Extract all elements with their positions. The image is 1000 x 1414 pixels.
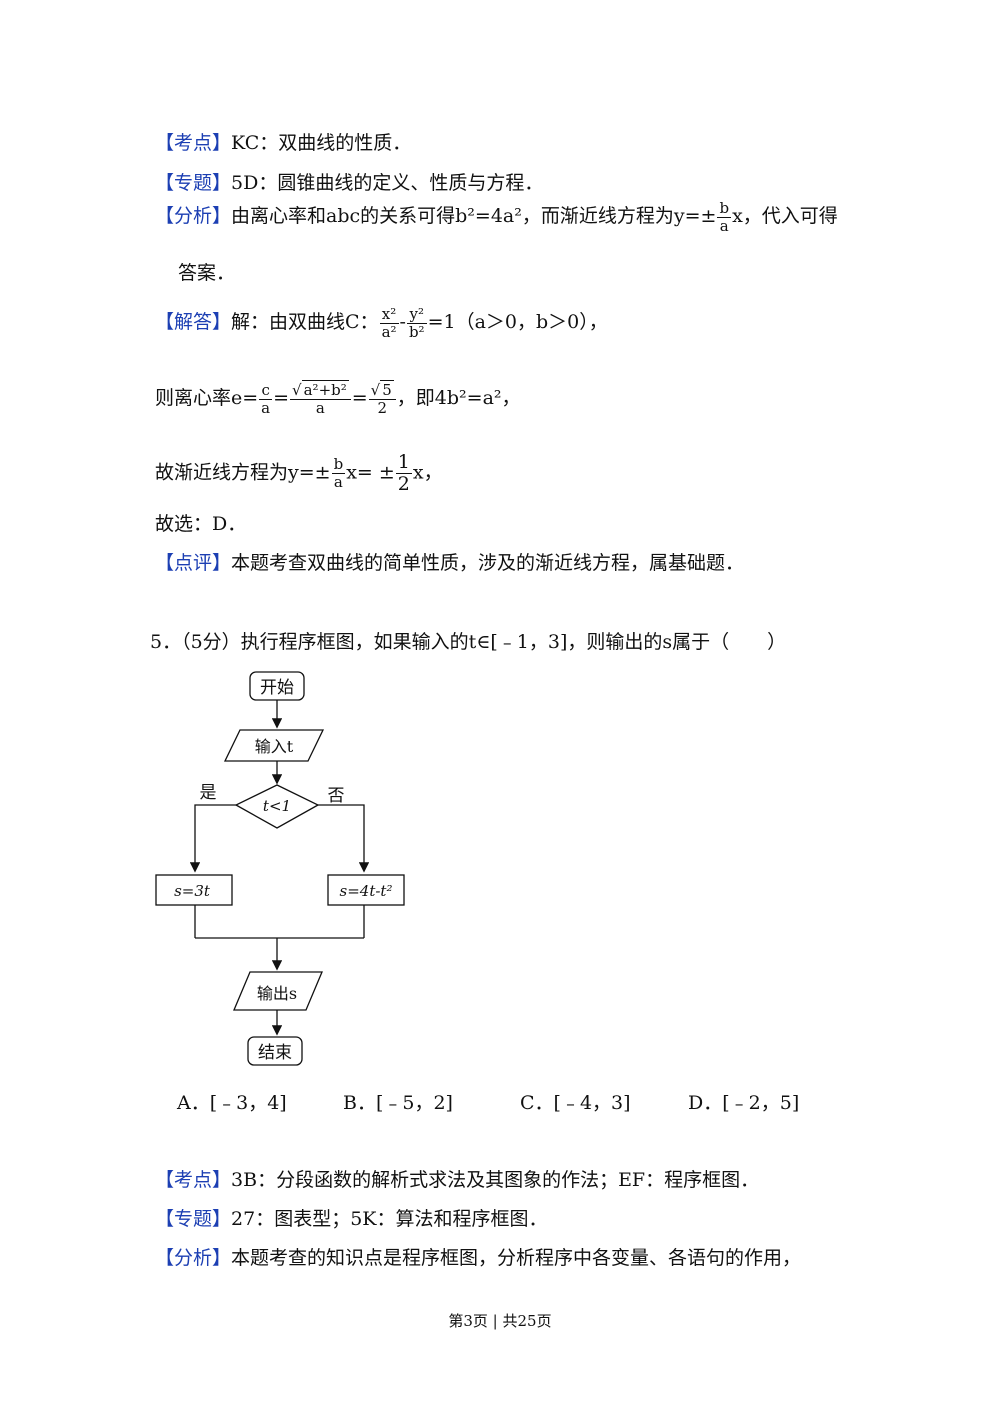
zhuanti-text: 5D：圆锥曲线的定义、性质与方程． xyxy=(231,172,544,194)
yes-label: 是 xyxy=(200,783,217,803)
dianping-tag: 【点评】 xyxy=(155,552,232,574)
page-footer: 第3页 | 共25页 xyxy=(448,1312,552,1330)
fenxi2-tag: 【分析】 xyxy=(155,1247,232,1269)
asym-pre: 故渐近线方程为y=± xyxy=(155,461,331,484)
right-process-box xyxy=(327,874,405,906)
frac-den: b² xyxy=(408,322,425,341)
frac-num: b xyxy=(717,199,732,218)
fenxi-post: x，代入可得 xyxy=(732,205,838,227)
frac-num: √a²+b² xyxy=(290,380,351,400)
right-process-label: s=4t-t² xyxy=(340,882,393,900)
jieda-post: =1（a＞0，b＞0）， xyxy=(427,311,608,333)
frac-num: c xyxy=(259,382,273,400)
frac-num: √5 xyxy=(368,380,396,400)
kaodian-line: 【考点】KC：双曲线的性质． xyxy=(155,128,411,155)
input-label: 输入t xyxy=(255,737,294,756)
zhuanti2-tag: 【专题】 xyxy=(155,1208,232,1230)
sqrt-radicand: a²+b² xyxy=(301,380,349,399)
frac-num: y² xyxy=(406,306,427,324)
equals: = xyxy=(273,387,290,409)
dianping-text: 本题考查双曲线的简单性质，涉及的渐近线方程，属基础题． xyxy=(231,552,745,574)
question-text: 5．（5分）执行程序框图，如果输入的t∈[﹣1，3]，则输出的s属于（ ） xyxy=(150,631,787,653)
fenxi-cont: 答案． xyxy=(178,262,236,284)
jieda-tag: 【解答】 xyxy=(155,311,232,333)
frac-den: a xyxy=(333,472,343,491)
fenxi2-line: 【分析】本题考查的知识点是程序框图，分析程序中各变量、各语句的作用， xyxy=(155,1243,801,1270)
flowchart: 开始 输入t t<1 是 否 s=3t s=4t-t² 输出s 结束 xyxy=(155,671,405,1066)
frac-den: 2 xyxy=(377,398,387,417)
fenxi-pre: 由离心率和abc的关系可得b²=4a²，而渐近线方程为y=± xyxy=(231,205,717,227)
condition-label: t<1 xyxy=(263,797,291,815)
frac-num: x² xyxy=(379,306,399,324)
no-label: 否 xyxy=(328,786,345,806)
condition-diamond xyxy=(234,784,320,829)
frac-den: a² xyxy=(381,322,397,341)
kaodian2-text: 3B：分段函数的解析式求法及其图象的作法；EF：程序框图． xyxy=(231,1169,760,1191)
output-box xyxy=(233,971,323,1011)
equals: = xyxy=(351,387,368,409)
zhuanti-line: 【专题】5D：圆锥曲线的定义、性质与方程． xyxy=(155,168,543,195)
end-box xyxy=(247,1036,303,1066)
kaodian2-tag: 【考点】 xyxy=(155,1169,232,1191)
frac-num: b xyxy=(331,455,346,474)
asym-post: x， xyxy=(412,461,443,484)
asym-mid: x= ± xyxy=(346,461,395,484)
zhuanti2-text: 27：图表型；5K：算法和程序框图． xyxy=(231,1208,548,1230)
input-box xyxy=(223,729,325,762)
frac-den: a xyxy=(315,398,325,417)
kaodian-text: KC：双曲线的性质． xyxy=(231,132,412,154)
frac-den: 2 xyxy=(397,472,410,495)
jieda-pre: 解：由双曲线C： xyxy=(231,311,379,333)
ecc-post: ，即4b²=a²， xyxy=(396,387,521,409)
sqrt-radicand: 5 xyxy=(380,380,394,399)
dianping-line: 【点评】本题考查双曲线的简单性质，涉及的渐近线方程，属基础题． xyxy=(155,548,744,575)
end-label: 结束 xyxy=(258,1043,292,1063)
frac-den: a xyxy=(261,398,271,417)
output-label: 输出s xyxy=(257,984,297,1003)
choice-d[interactable]: D．[﹣2，5] xyxy=(688,1092,800,1114)
zhuanti-tag: 【专题】 xyxy=(155,172,232,194)
minus-sign: - xyxy=(399,311,406,333)
fenxi-tag: 【分析】 xyxy=(155,205,232,227)
fenxi2-text: 本题考查的知识点是程序框图，分析程序中各变量、各语句的作用， xyxy=(231,1247,802,1269)
choice-c[interactable]: C．[﹣4，3] xyxy=(520,1092,631,1114)
select-line: 故选：D． xyxy=(155,513,247,535)
start-label: 开始 xyxy=(260,678,294,698)
choice-b[interactable]: B．[﹣5，2] xyxy=(343,1092,453,1114)
kaodian2-line: 【考点】3B：分段函数的解析式求法及其图象的作法；EF：程序框图． xyxy=(155,1165,759,1192)
zhuanti2-line: 【专题】27：图表型；5K：算法和程序框图． xyxy=(155,1204,547,1231)
left-process-label: s=3t xyxy=(174,882,211,900)
ecc-pre: 则离心率e= xyxy=(155,387,259,409)
frac-den: a xyxy=(719,216,729,235)
kaodian-tag: 【考点】 xyxy=(155,132,232,154)
left-process-box xyxy=(155,874,233,906)
choice-a[interactable]: A．[﹣3，4] xyxy=(177,1092,287,1114)
frac-num: 1 xyxy=(395,451,412,474)
